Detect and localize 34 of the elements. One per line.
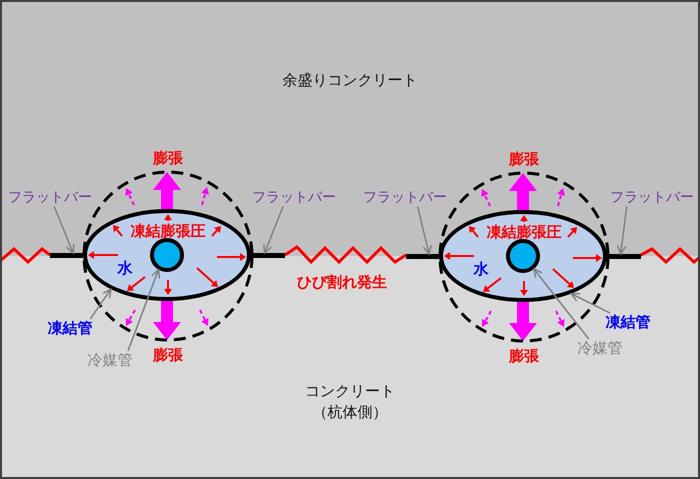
leader-line (616, 206, 628, 255)
callout-label: フラットバー (610, 190, 694, 206)
pressure-label: 凍結膨張圧 (486, 224, 562, 240)
callout-label: フラットバー (252, 190, 336, 206)
expansion-label: 膨張 (509, 150, 539, 168)
band-label: コンクリート（杭体側） (304, 381, 396, 423)
leader-line (533, 268, 590, 340)
callout-label: 凍結管 (606, 313, 650, 331)
callout-label: フラットバー (363, 190, 447, 206)
leader-line (263, 206, 284, 254)
flat-bar (251, 253, 285, 258)
callout-label: フラットバー (8, 190, 92, 206)
circle-shape (150, 238, 184, 272)
callout-label: 冷媒管 (88, 351, 132, 369)
flat-bar (406, 254, 439, 259)
water-label: 水 (118, 260, 132, 276)
leader-line (127, 268, 160, 352)
concrete-band (0, 0, 700, 256)
leader-line (90, 288, 112, 320)
circle-shape (506, 239, 540, 273)
water-label: 水 (474, 260, 488, 278)
expansion-label: 膨張 (509, 347, 539, 365)
flat-bar (607, 254, 641, 259)
expansion-label: 膨張 (153, 346, 183, 364)
flat-bar (50, 253, 83, 258)
leader-line (54, 206, 75, 254)
crack-label: ひび割れ発生 (297, 273, 387, 291)
expansion-label: 膨張 (153, 149, 183, 167)
callout-label: 冷媒管 (578, 339, 622, 357)
band-label: 余盛りコンクリート (282, 71, 418, 89)
leader-line (416, 206, 432, 255)
callout-label: 凍結管 (48, 319, 92, 337)
leader-line (570, 292, 610, 314)
pressure-label: 凍結膨張圧 (130, 222, 206, 240)
